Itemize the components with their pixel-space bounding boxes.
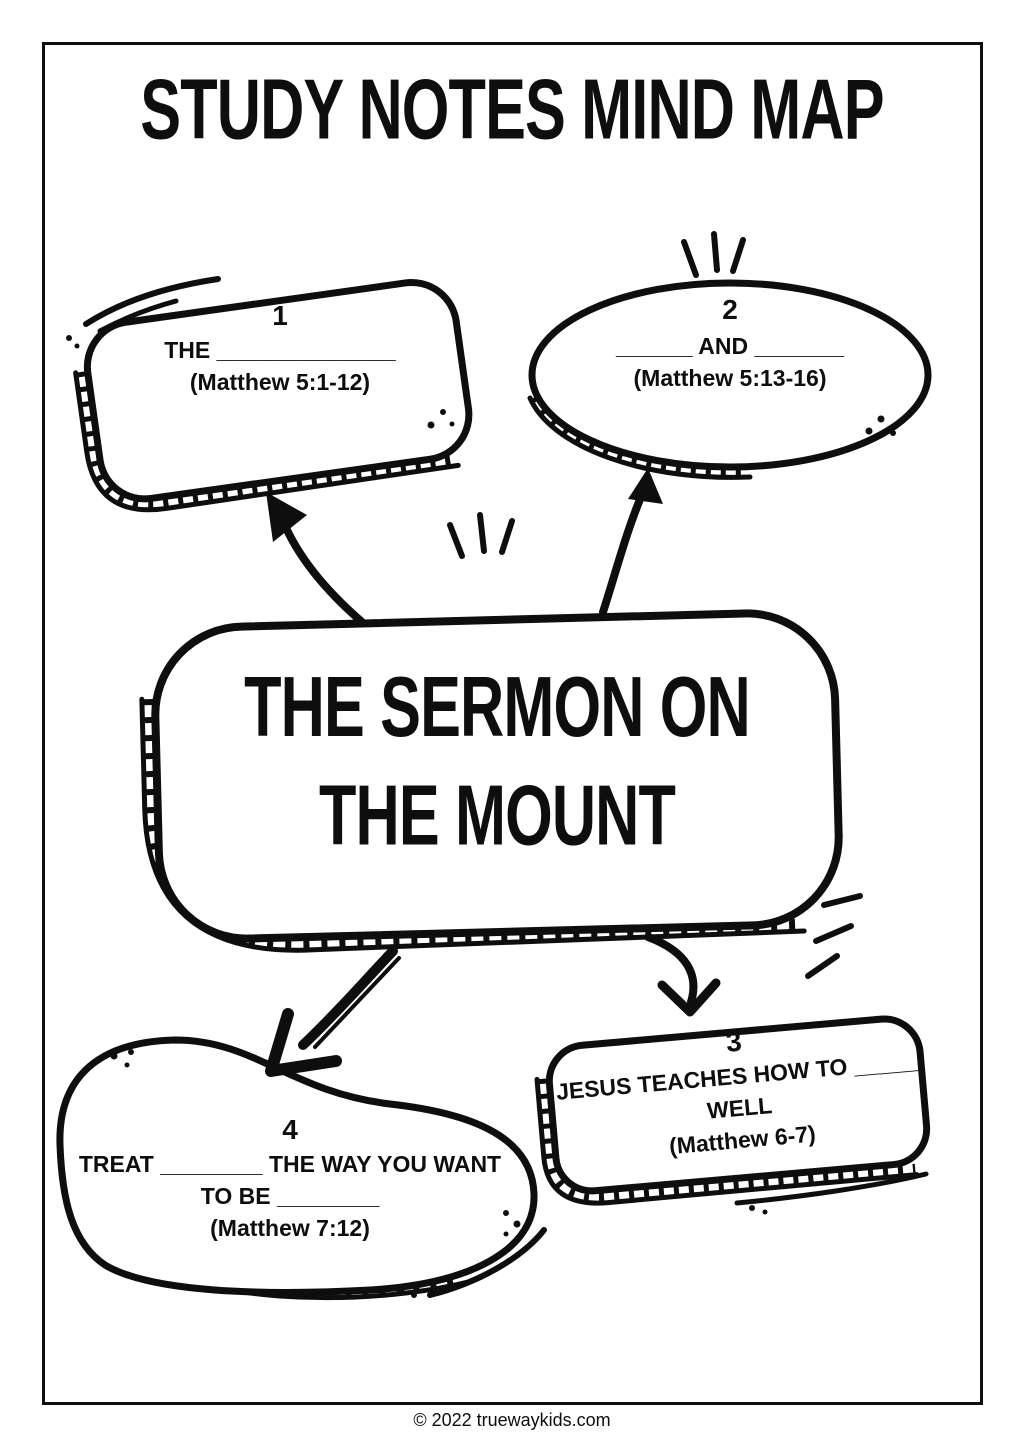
bubble-1-number: 1 <box>272 300 288 331</box>
bubble-1-accent-line-1 <box>83 276 221 327</box>
bubble-1-dots <box>66 335 455 429</box>
bubble-2-shape <box>527 279 932 480</box>
bubble-1-text: 1 THE ______________ (Matthew 5:1-12) <box>140 298 420 398</box>
center-topic: THE SERMON ON THE MOUNT <box>225 653 769 870</box>
bubble-2-dots <box>865 415 896 436</box>
bubble-4-number: 4 <box>282 1114 298 1145</box>
bubble-4-blank-line: TREAT ________ THE WAY YOU WANT <box>78 1151 502 1177</box>
bubble-4-accent-line <box>427 1227 547 1298</box>
bubble-2-number: 2 <box>722 294 738 325</box>
bubble-4-reference: (Matthew 7:12) <box>210 1215 370 1241</box>
sparkle-right-of-center <box>805 893 863 979</box>
sparkle-above-center <box>447 512 515 559</box>
bubble-2-text: 2 ______ AND _______ (Matthew 5:13-16) <box>578 290 882 394</box>
bubble-2-outline <box>528 279 932 471</box>
center-topic-line2: THE MOUNT <box>318 769 676 864</box>
bubble-2-blank-line: ______ AND _______ <box>615 333 845 359</box>
arrow-center-to-bubble-2 <box>599 468 663 616</box>
bubble-1-accent-line-2 <box>97 298 179 334</box>
bubble-4-line2: TO BE ________ <box>200 1183 380 1209</box>
page-title: STUDY NOTES MIND MAP <box>140 62 884 158</box>
center-bubble-shape <box>139 609 843 953</box>
page-border <box>42 42 983 1405</box>
bubble-2-reference: (Matthew 5:13-16) <box>633 365 827 391</box>
bubble-3-dots <box>749 1205 768 1215</box>
footer-copyright: © 2022 truewaykids.com <box>413 1410 611 1430</box>
bubble-4-text: 4 TREAT ________ THE WAY YOU WANT TO BE … <box>70 1112 510 1244</box>
bubble-4-outline <box>56 1036 538 1296</box>
bubble-4-shape <box>56 1036 538 1301</box>
arrow-center-to-bubble-1 <box>266 492 366 626</box>
center-bubble-outline <box>151 609 843 943</box>
bubble-4-dots <box>110 1049 521 1298</box>
bubble-1-blank-line: THE ______________ <box>164 337 396 363</box>
bubble-3-accent-line <box>734 1171 929 1206</box>
arrow-center-to-bubble-4 <box>265 946 401 1077</box>
bubble-1-outline <box>83 279 473 503</box>
sparkle-above-bubble-2 <box>681 231 746 278</box>
arrow-center-to-bubble-3 <box>644 933 721 1017</box>
center-topic-line1: THE SERMON ON <box>244 660 751 755</box>
bubble-3-outline <box>545 1015 931 1195</box>
bubble-3-outer-band <box>534 1076 920 1206</box>
bubble-1-reference: (Matthew 5:1-12) <box>189 369 371 395</box>
bubble-2-hatch <box>528 395 750 478</box>
bubble-1-shape <box>73 279 473 513</box>
bubble-1-outer-band <box>73 370 461 513</box>
bubble-3-shape <box>534 1015 931 1206</box>
